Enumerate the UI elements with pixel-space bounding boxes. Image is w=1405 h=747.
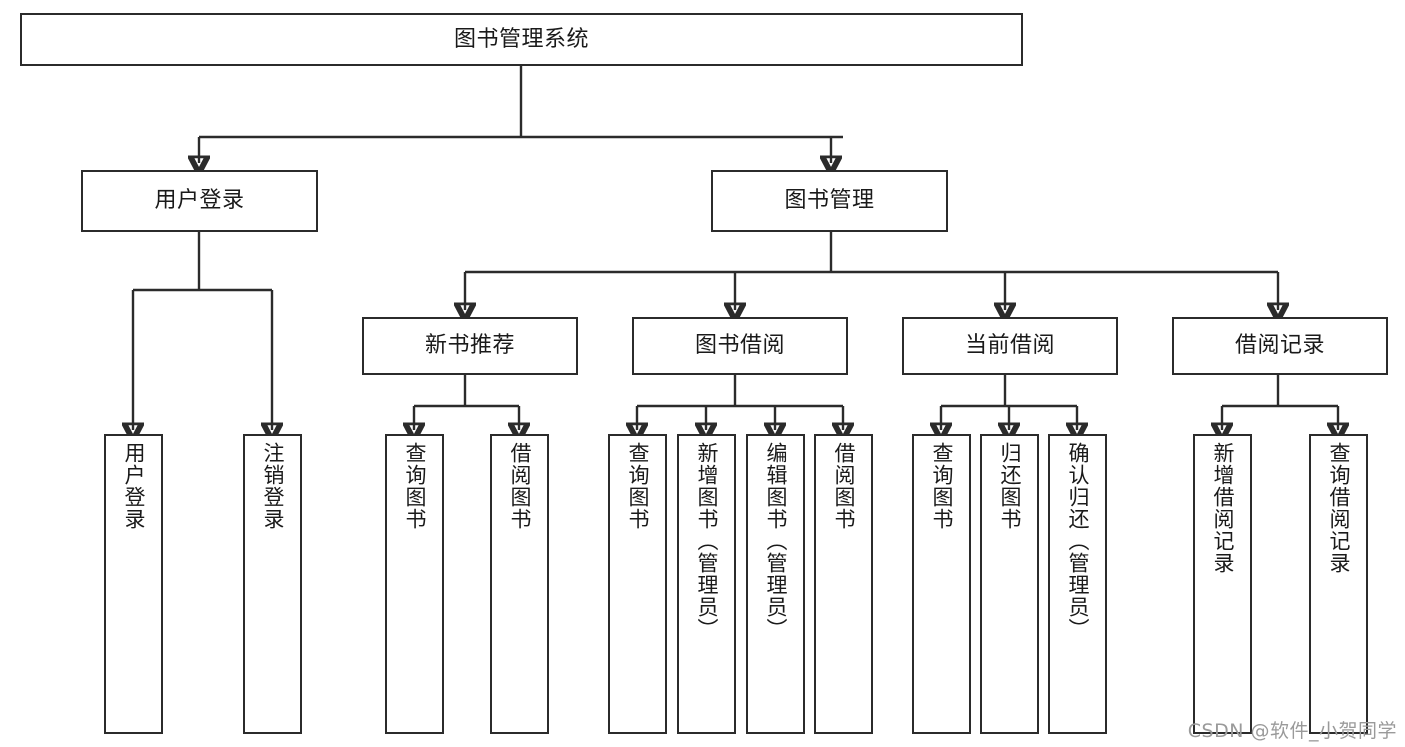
leaf-book-borrow-query[interactable]: 查询图书 xyxy=(608,434,667,734)
node-borrow-record-label: 借阅记录 xyxy=(1234,333,1325,359)
leaf-label: 查询借阅记录 xyxy=(1326,442,1351,574)
leaf-current-borrow-confirm[interactable]: 确认归还（管理员） xyxy=(1048,434,1107,734)
node-book-borrow-label: 图书借阅 xyxy=(694,333,785,359)
node-current-borrow[interactable]: 当前借阅 xyxy=(902,317,1118,375)
node-book-management-label: 图书管理 xyxy=(784,188,875,214)
leaf-borrow-record-add[interactable]: 新增借阅记录 xyxy=(1193,434,1252,734)
leaf-label: 查询图书 xyxy=(929,442,954,530)
node-root-label: 图书管理系统 xyxy=(453,26,589,52)
node-root[interactable]: 图书管理系统 xyxy=(20,13,1023,66)
leaf-label: 查询图书 xyxy=(625,442,650,530)
leaf-user-login-login[interactable]: 用户登录 xyxy=(104,434,163,734)
node-new-book-recommend-label: 新书推荐 xyxy=(424,333,515,359)
leaf-book-borrow-edit[interactable]: 编辑图书（管理员） xyxy=(746,434,805,734)
leaf-label: 新增图书（管理员） xyxy=(694,442,719,640)
leaf-new-book-borrow[interactable]: 借阅图书 xyxy=(490,434,549,734)
leaf-borrow-record-query[interactable]: 查询借阅记录 xyxy=(1309,434,1368,734)
node-current-borrow-label: 当前借阅 xyxy=(964,333,1055,359)
leaf-new-book-query[interactable]: 查询图书 xyxy=(385,434,444,734)
node-user-login[interactable]: 用户登录 xyxy=(81,170,318,232)
leaf-label: 确认归还（管理员） xyxy=(1065,442,1090,640)
node-book-management[interactable]: 图书管理 xyxy=(711,170,948,232)
leaf-label: 编辑图书（管理员） xyxy=(763,442,788,640)
node-user-login-label: 用户登录 xyxy=(154,188,245,214)
node-book-borrow[interactable]: 图书借阅 xyxy=(632,317,848,375)
leaf-label: 新增借阅记录 xyxy=(1210,442,1235,574)
watermark: CSDN @软件_小贺同学 xyxy=(1187,720,1397,742)
leaf-label: 注销登录 xyxy=(260,442,285,530)
leaf-label: 归还图书 xyxy=(997,442,1022,530)
node-borrow-record[interactable]: 借阅记录 xyxy=(1172,317,1388,375)
node-new-book-recommend[interactable]: 新书推荐 xyxy=(362,317,578,375)
leaf-label: 借阅图书 xyxy=(507,442,532,530)
leaf-current-borrow-query[interactable]: 查询图书 xyxy=(912,434,971,734)
leaf-label: 借阅图书 xyxy=(831,442,856,530)
leaf-book-borrow-borrow[interactable]: 借阅图书 xyxy=(814,434,873,734)
leaf-label: 查询图书 xyxy=(402,442,427,530)
leaf-current-borrow-return[interactable]: 归还图书 xyxy=(980,434,1039,734)
leaf-label: 用户登录 xyxy=(121,442,146,530)
leaf-user-login-logout[interactable]: 注销登录 xyxy=(243,434,302,734)
leaf-book-borrow-add[interactable]: 新增图书（管理员） xyxy=(677,434,736,734)
